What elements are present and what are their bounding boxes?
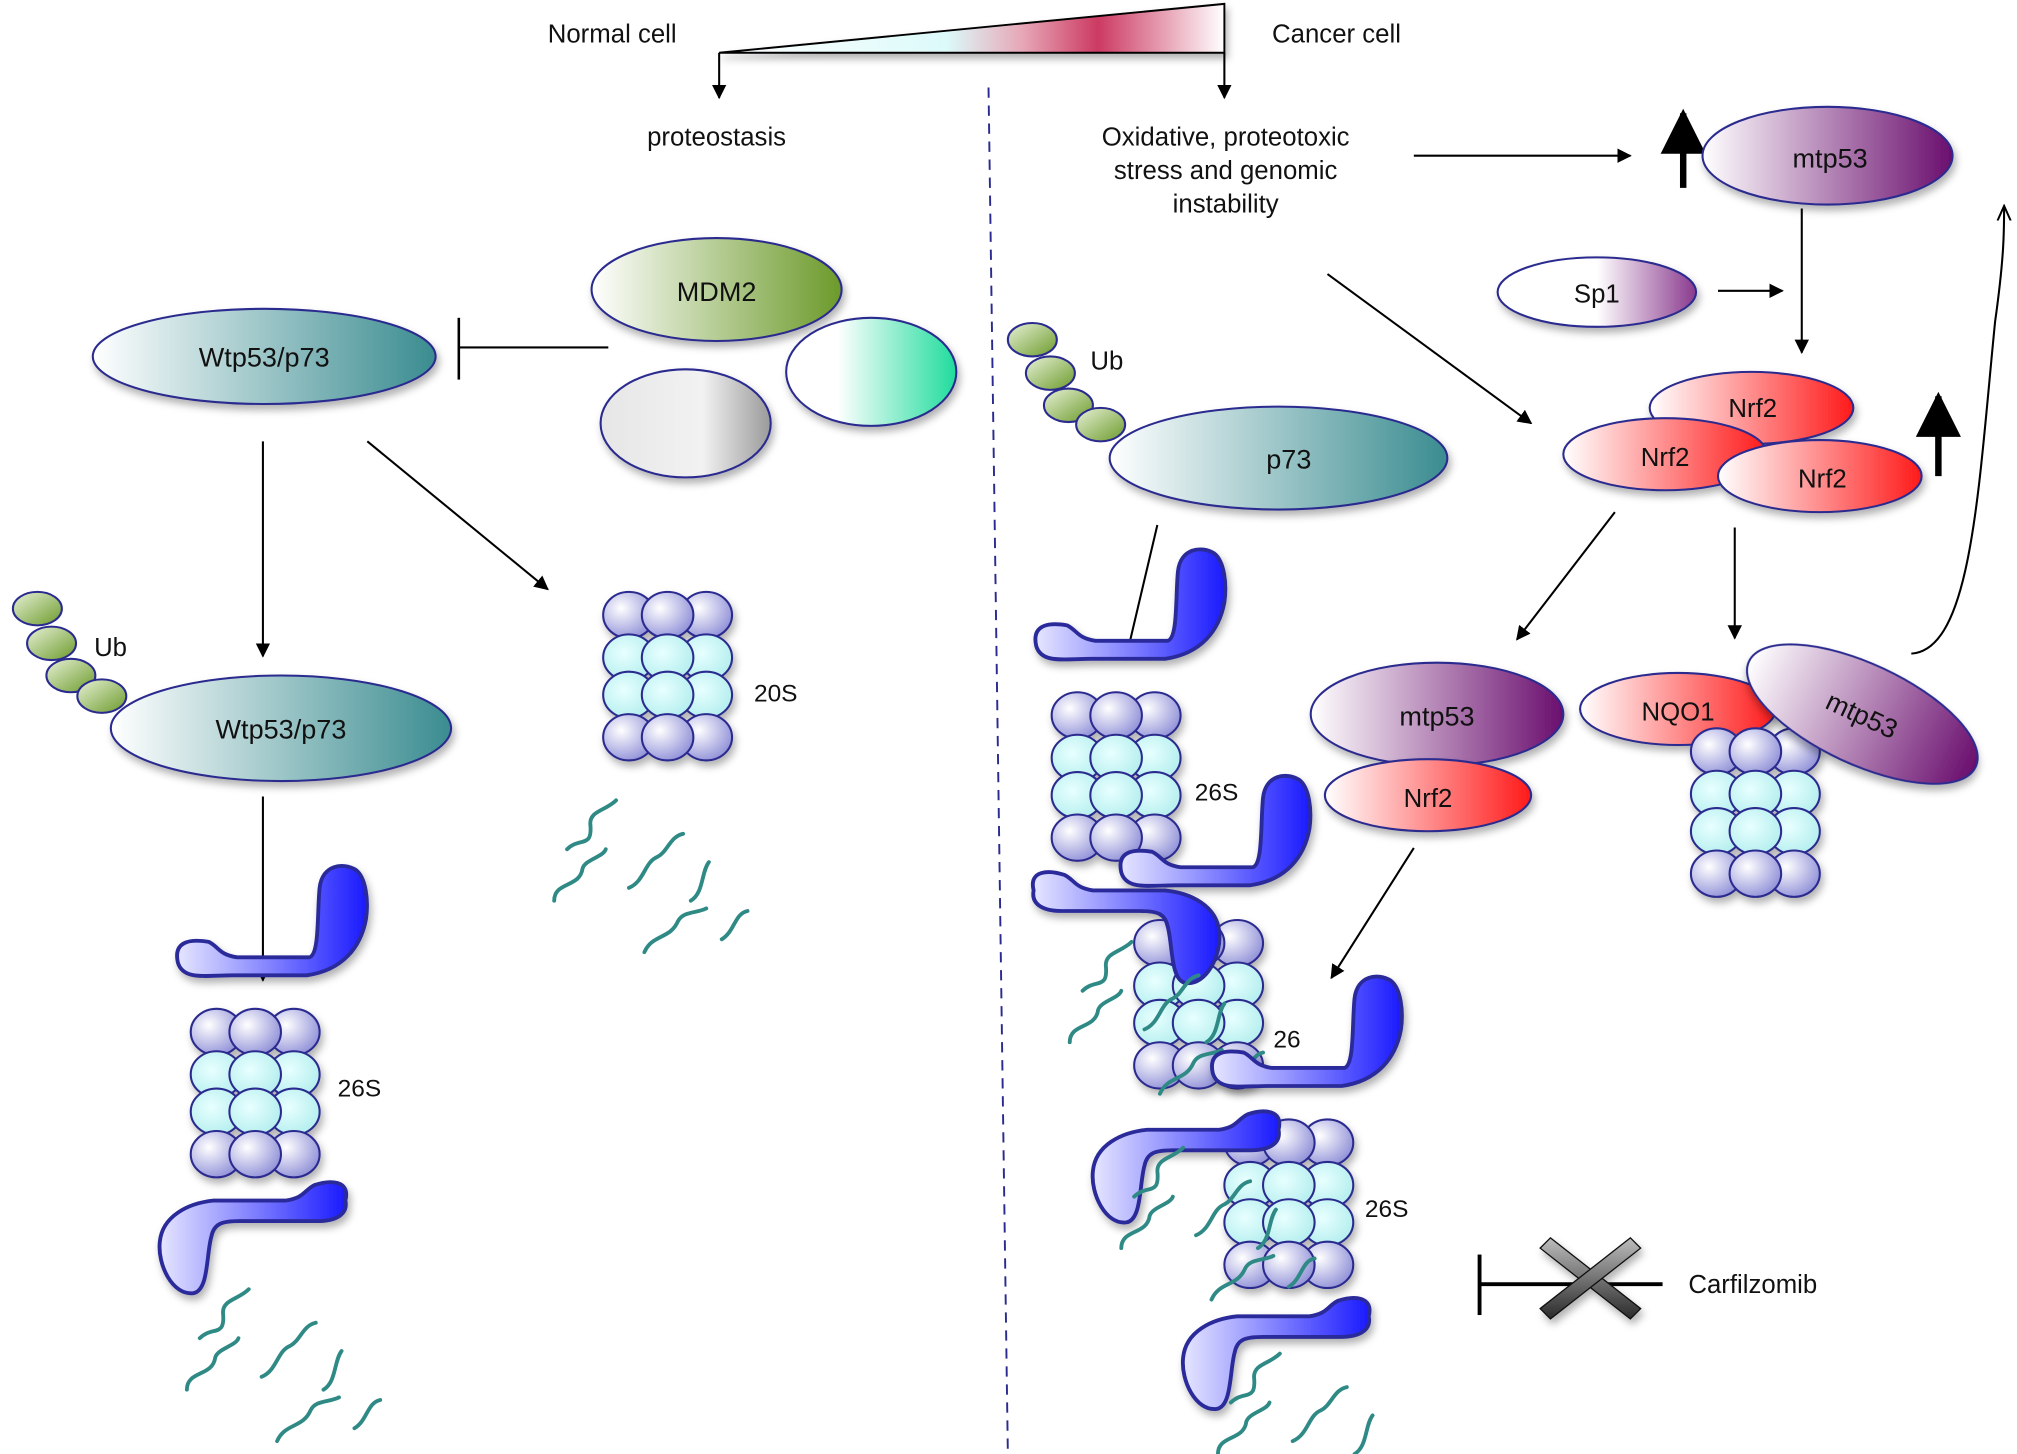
- normal-cancer-divider: [987, 87, 1009, 1454]
- nrf2-mid-label: Nrf2: [1404, 785, 1453, 813]
- carfilzomib-label: Carfilzomib: [1688, 1271, 1817, 1299]
- label-26-b: 26: [1273, 1026, 1300, 1053]
- peptides-20s: [552, 798, 750, 955]
- wtp53-top-label: Wtp53/p73: [199, 343, 330, 373]
- proteasome-26s-cancer-a: [1033, 547, 1228, 862]
- mdm2-partner-grey: [599, 368, 772, 479]
- wtp53-p73-ubiquitinated: Wtp53/p73: [109, 674, 453, 783]
- wtp53-p73-top: Wtp53/p73: [91, 307, 437, 406]
- arrow-to-20s: [366, 440, 549, 591]
- ub-chain-cancer: Ub: [1006, 321, 1127, 443]
- proteostasis-label: proteostasis: [647, 123, 786, 151]
- mtp53-top-label: mtp53: [1793, 143, 1868, 173]
- inhibition-mdm2-wtp53: [457, 317, 609, 380]
- mdm2-partner-mint: [785, 316, 958, 427]
- wtp53-ub-label: Wtp53/p73: [216, 715, 347, 745]
- ub-label-normal: Ub: [94, 634, 127, 662]
- label-26s-normal: 26S: [338, 1075, 382, 1102]
- nqo1-label: NQO1: [1642, 699, 1715, 727]
- p73-label: p73: [1266, 444, 1311, 474]
- mdm2-label: MDM2: [677, 277, 757, 307]
- cancer-cell-label: Cancer cell: [1272, 20, 1401, 48]
- peptides-26s-normal: [184, 1287, 383, 1444]
- arrow-nrf2-to-mtp53-complex: [1516, 511, 1616, 641]
- mdm2-complex: MDM2: [590, 237, 958, 479]
- label-20s: 20S: [754, 680, 798, 707]
- stress-label-line3: instability: [1173, 190, 1279, 218]
- label-26s-c: 26S: [1365, 1196, 1409, 1223]
- carfilzomib-inhibition: Carfilzomib: [1477, 1236, 1817, 1320]
- mtp53-upregulated: mtp53: [1660, 105, 1954, 206]
- arrow-complex-to-26s: [1330, 847, 1415, 980]
- nqo1-proteasome-complex: NQO1 mtp53: [1579, 643, 1979, 898]
- label-26s-a: 26S: [1195, 779, 1239, 806]
- feedback-arrow-to-mtp53: [1911, 206, 2004, 655]
- ub-chain-normal: Ub: [11, 590, 128, 714]
- mtp53-mid-label: mtp53: [1399, 702, 1474, 732]
- nrf2-label-c: Nrf2: [1798, 466, 1847, 494]
- nrf2-label-a: Nrf2: [1728, 395, 1777, 423]
- proteasome-26s-cancer-b: [1030, 773, 1313, 1090]
- peptides-26s-c: [1215, 1351, 1414, 1454]
- stress-label-line2: stress and genomic: [1114, 157, 1338, 185]
- mtp53-nrf2-complex: mtp53 Nrf2: [1309, 661, 1565, 833]
- ub-label-cancer: Ub: [1090, 347, 1123, 375]
- proteasome-26s-normal: [157, 863, 369, 1296]
- nrf2-label-b: Nrf2: [1641, 444, 1690, 472]
- stress-label-line1: Oxidative, proteotoxic: [1102, 123, 1350, 151]
- arrow-stress-to-nrf2: [1326, 273, 1533, 425]
- arrow-p73-to-26s: [1122, 524, 1159, 658]
- p73-ubiquitinated: p73: [1108, 405, 1449, 511]
- sp1: Sp1: [1496, 256, 1698, 328]
- nrf2-cluster: [1562, 370, 1923, 514]
- proteasome-20s: [602, 590, 734, 762]
- gradient-wedge: [719, 2, 1226, 54]
- blocked-x-icon: [1539, 1236, 1642, 1320]
- sp1-label: Sp1: [1574, 280, 1620, 308]
- normal-cell-label: Normal cell: [548, 20, 677, 48]
